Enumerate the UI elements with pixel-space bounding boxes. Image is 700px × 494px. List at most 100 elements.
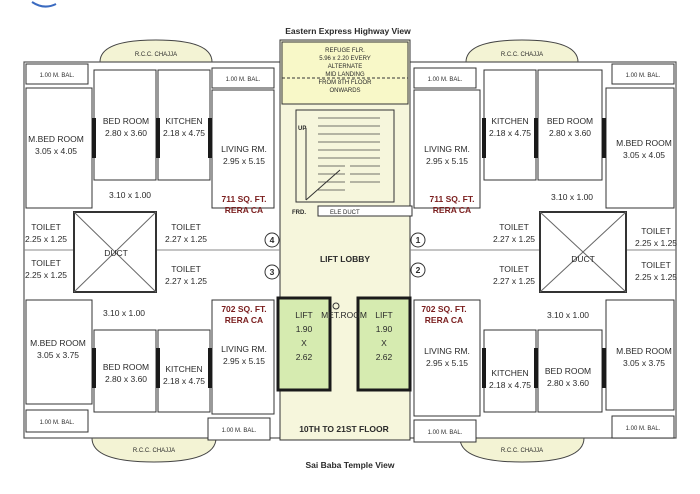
frd-label: FRD. xyxy=(292,210,306,216)
rera-label: RERA CA xyxy=(425,315,463,325)
flat-area: 702 SQ. FT. xyxy=(221,304,266,314)
room-size: 2.80 x 3.60 xyxy=(105,128,147,138)
room-label: LIVING RM. xyxy=(424,346,470,356)
flat-number-3: 3 xyxy=(264,264,280,280)
room-label: LIVING RM. xyxy=(221,344,267,354)
room-label: KITCHEN xyxy=(165,116,202,126)
room-size: 3.05 x 3.75 xyxy=(37,350,79,360)
toilet-size: 2.27 x 1.25 xyxy=(165,276,207,286)
rera-label: RERA CA xyxy=(225,205,263,215)
flat-number-4: 4 xyxy=(264,232,280,248)
svg-text:2: 2 xyxy=(416,265,421,275)
floor-label: 10TH TO 21ST FLOOR xyxy=(299,424,389,434)
toilet-size: 2.25 x 1.25 xyxy=(635,238,677,248)
toilet-label: TOILET xyxy=(499,264,529,274)
bottom-view-label: Sai Baba Temple View xyxy=(306,460,395,470)
rera-label: RERA CA xyxy=(433,205,471,215)
passage-size: 3.10 x 1.00 xyxy=(551,192,593,202)
lift-1: LIFT 1.90 X 2.62 xyxy=(276,296,332,392)
flat-top-right: 1.00 M. BAL. 1.00 M. BAL. LIVING RM. 2.9… xyxy=(413,63,677,248)
flat-area: 702 SQ. FT. xyxy=(421,304,466,314)
passage-size: 3.10 x 1.00 xyxy=(109,190,151,200)
room-label: BED ROOM xyxy=(547,116,593,126)
svg-text:DUCT: DUCT xyxy=(104,248,128,258)
toilet-label: TOILET xyxy=(171,264,201,274)
room-size: 2.95 x 5.15 xyxy=(426,156,468,166)
svg-text:4: 4 xyxy=(270,235,275,245)
svg-text:1.90: 1.90 xyxy=(376,324,393,334)
svg-text:3: 3 xyxy=(270,267,275,277)
chajja-top-right: R.C.C. CHAJJA xyxy=(465,39,579,63)
svg-text:FROM 8TH FLOOR: FROM 8TH FLOOR xyxy=(318,80,372,86)
toilet-size: 2.27 x 1.25 xyxy=(165,234,207,244)
svg-text:REFUGE FLR.: REFUGE FLR. xyxy=(325,48,365,54)
toilet-size: 2.25 x 1.25 xyxy=(635,272,677,282)
balcony-label: 1.00 M. BAL. xyxy=(40,73,75,79)
balcony-label: 1.00 M. BAL. xyxy=(626,426,661,432)
flat-area: 711 SQ. FT. xyxy=(430,194,475,204)
room-size: 3.05 x 3.75 xyxy=(623,358,665,368)
passage-size: 3.10 x 1.00 xyxy=(103,308,145,318)
svg-text:R.C.C. CHAJJA: R.C.C. CHAJJA xyxy=(501,448,543,454)
room-size: 3.05 x 4.05 xyxy=(623,150,665,160)
room-size: 2.18 x 4.75 xyxy=(489,380,531,390)
room-label: M.BED ROOM xyxy=(30,338,86,348)
met-room-label: MET.ROOM xyxy=(321,310,367,320)
flat-number-2: 2 xyxy=(410,262,426,278)
room-label: BED ROOM xyxy=(103,116,149,126)
corner-mark xyxy=(31,1,57,8)
duct-left: DUCT xyxy=(73,211,157,293)
flat-bottom-right: TOILET 2.27 x 1.25 TOILET 2.25 x 1.25 3.… xyxy=(413,260,677,443)
room-size: 2.95 x 5.15 xyxy=(223,356,265,366)
room-size: 2.80 x 3.60 xyxy=(549,128,591,138)
toilet-label: TOILET xyxy=(31,258,61,268)
svg-text:R.C.C. CHAJJA: R.C.C. CHAJJA xyxy=(133,448,175,454)
room-label: BED ROOM xyxy=(103,362,149,372)
top-view-label: Eastern Express Highway View xyxy=(285,26,411,36)
staircase: UP xyxy=(295,109,395,203)
balcony-label: 1.00 M. BAL. xyxy=(40,420,75,426)
balcony-label: 1.00 M. BAL. xyxy=(428,77,463,83)
duct-right: DUCT xyxy=(539,211,627,293)
toilet-size: 2.27 x 1.25 xyxy=(493,234,535,244)
toilet-size: 2.25 x 1.25 xyxy=(25,234,67,244)
room-size: 2.18 x 4.75 xyxy=(489,128,531,138)
svg-text:DUCT: DUCT xyxy=(571,254,595,264)
room-size: 2.80 x 3.60 xyxy=(105,374,147,384)
svg-text:1: 1 xyxy=(416,235,421,245)
room-size: 3.05 x 4.05 xyxy=(35,146,77,156)
toilet-label: TOILET xyxy=(171,222,201,232)
toilet-size: 2.25 x 1.25 xyxy=(25,270,67,280)
room-size: 2.18 x 4.75 xyxy=(163,128,205,138)
chajja-top-left: R.C.C. CHAJJA xyxy=(99,39,213,63)
room-label: LIVING RM. xyxy=(221,144,267,154)
stair-up-label: UP xyxy=(298,126,306,132)
lift-lobby-label: LIFT LOBBY xyxy=(320,254,370,264)
svg-text:X: X xyxy=(381,338,387,348)
svg-text:1.90: 1.90 xyxy=(296,324,313,334)
room-label: LIVING RM. xyxy=(424,144,470,154)
room-size: 2.95 x 5.15 xyxy=(223,156,265,166)
flat-bottom-left: TOILET 2.25 x 1.25 TOILET 2.27 x 1.25 3.… xyxy=(25,258,275,441)
rera-label: RERA CA xyxy=(225,315,263,325)
toilet-label: TOILET xyxy=(31,222,61,232)
svg-text:R.C.C. CHAJJA: R.C.C. CHAJJA xyxy=(501,52,543,58)
svg-text:MID LANDING: MID LANDING xyxy=(325,72,365,78)
flat-top-left: 1.00 M. BAL. 1.00 M. BAL. M.BED ROOM 3.0… xyxy=(25,63,275,244)
balcony-label: 1.00 M. BAL. xyxy=(428,430,463,436)
passage-size: 3.10 x 1.00 xyxy=(547,310,589,320)
lift-2: LIFT 1.90 X 2.62 xyxy=(356,296,412,392)
room-size: 2.80 x 3.60 xyxy=(547,378,589,388)
room-label: KITCHEN xyxy=(491,116,528,126)
room-label: KITCHEN xyxy=(165,364,202,374)
room-label: M.BED ROOM xyxy=(616,346,672,356)
svg-text:X: X xyxy=(301,338,307,348)
svg-text:LIFT: LIFT xyxy=(295,310,312,320)
svg-text:LIFT: LIFT xyxy=(375,310,392,320)
room-size: 2.18 x 4.75 xyxy=(163,376,205,386)
balcony-label: 1.00 M. BAL. xyxy=(226,77,261,83)
refuge-note: REFUGE FLR. 5.96 x 2.20 EVERY ALTERNATE … xyxy=(318,48,372,94)
room-label: BED ROOM xyxy=(545,366,591,376)
room-size: 2.95 x 5.15 xyxy=(426,358,468,368)
